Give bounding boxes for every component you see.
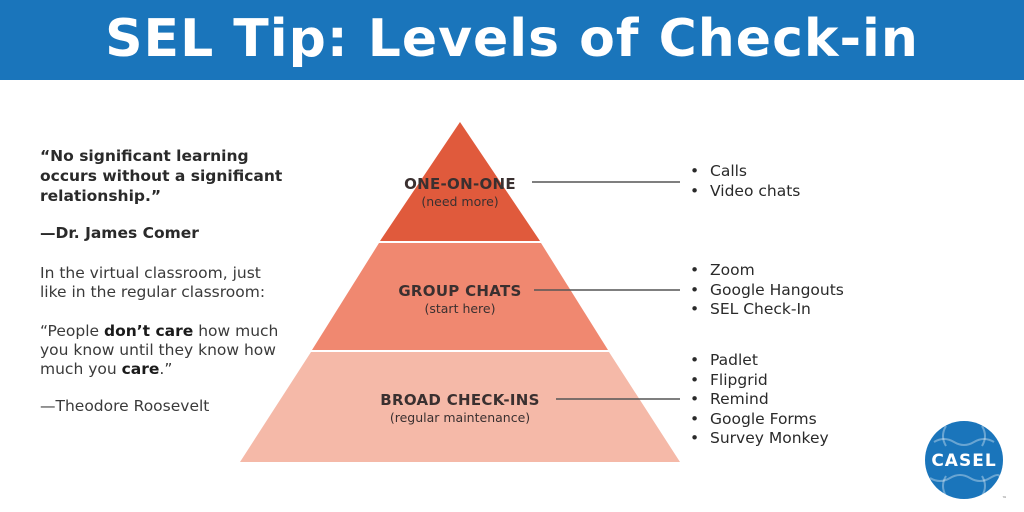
level-label-broad-check-ins: BROAD CHECK-INS (regular maintenance)	[360, 391, 560, 425]
level-subtitle: (regular maintenance)	[389, 410, 531, 425]
pyramid-tier-one-on-one	[380, 122, 540, 241]
list-item: Flipgrid	[690, 371, 829, 391]
tools-list-one-on-one: Calls Video chats	[690, 162, 800, 201]
list-item: Remind	[690, 390, 829, 410]
virtual-classroom-intro: In the virtual classroom, just like in t…	[40, 264, 266, 301]
roosevelt-quote-part: how much you know until they know how mu…	[40, 322, 279, 378]
list-item: SEL Check-In	[690, 300, 844, 320]
quote-column: “No significant learning occurs without …	[40, 146, 290, 415]
comer-author: —Dr. James Comer	[40, 224, 199, 242]
level-name: BROAD CHECK-INS	[380, 391, 540, 409]
level-label-group-chats: GROUP CHATS (start here)	[360, 282, 560, 316]
logo-trademark: ™	[1002, 496, 1007, 502]
level-subtitle: (need more)	[421, 194, 499, 209]
level-subtitle: (start here)	[424, 301, 496, 316]
puzzle-pattern	[929, 425, 1001, 497]
level-name: GROUP CHATS	[398, 282, 522, 300]
level-name: ONE-ON-ONE	[404, 175, 516, 193]
list-item: Calls	[690, 162, 800, 182]
roosevelt-quote-emphasis: care	[121, 360, 160, 378]
pyramid-tier-group-chats	[312, 243, 608, 350]
list-item: Google Hangouts	[690, 281, 844, 301]
casel-logo: CASEL ™	[925, 421, 1007, 502]
roosevelt-author: —Theodore Roosevelt	[40, 397, 210, 415]
list-item: Zoom	[690, 261, 844, 281]
banner-title: SEL Tip: Levels of Check-in	[105, 9, 919, 69]
list-item: Google Forms	[690, 410, 829, 430]
comer-quote: “No significant learning occurs without …	[40, 147, 283, 205]
roosevelt-quote: “People don’t care how much you know unt…	[40, 322, 290, 379]
list-item: Video chats	[690, 182, 800, 202]
roosevelt-quote-emphasis: don’t care	[103, 322, 194, 340]
logo-text: CASEL	[931, 451, 996, 471]
list-item: Survey Monkey	[690, 429, 829, 449]
logo-text-band	[927, 450, 1001, 470]
roosevelt-quote-part: “People	[40, 322, 104, 340]
level-label-one-on-one: ONE-ON-ONE (need more)	[360, 175, 560, 209]
list-item: Padlet	[690, 351, 829, 371]
tools-list-broad-check-ins: Padlet Flipgrid Remind Google Forms Surv…	[690, 351, 829, 449]
tools-list-group-chats: Zoom Google Hangouts SEL Check-In	[690, 261, 844, 320]
banner: SEL Tip: Levels of Check-in	[0, 0, 1024, 80]
pyramid-tier-broad-check-ins	[240, 352, 680, 462]
roosevelt-quote-part: .”	[159, 360, 173, 378]
